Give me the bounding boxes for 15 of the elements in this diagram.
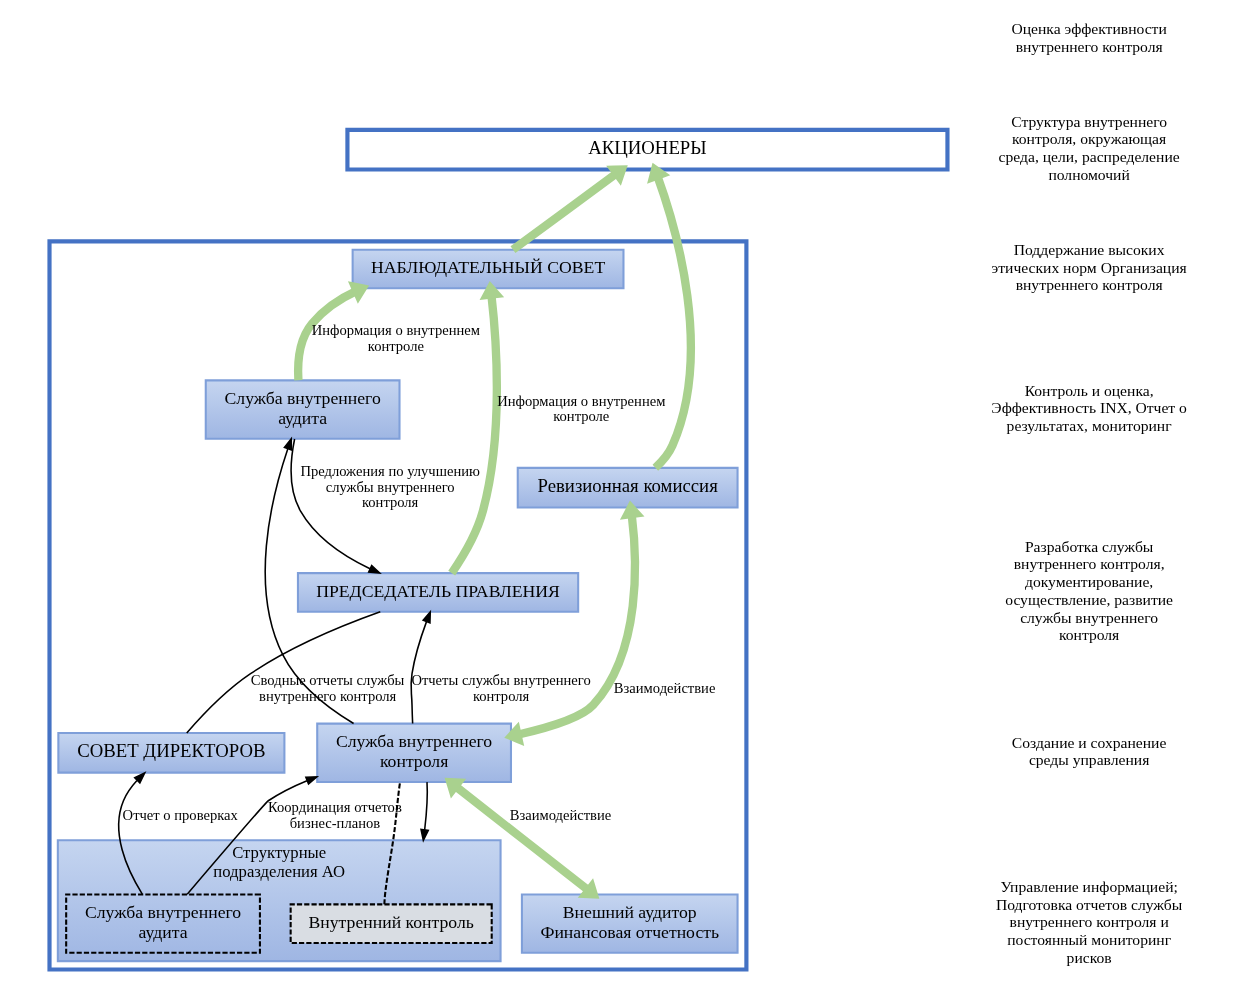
label: Управление информацией; Подготовка отчетов службы внутреннего контроля и постоянный мониторинг рисков [995,877,1183,966]
edge-label: Предложения по улучшению службы внутреннего контроля [300,462,480,511]
edge-label: Отчет о проверках [122,807,238,824]
edge-label: Взаимодействие [613,680,716,697]
label: Структура внутреннего контроля, окружающая среда, цели, распределение полномочий [998,112,1180,183]
edge-label: Информация о внутреннем контроле [497,392,666,425]
label: Поддержание высоких этических норм Организация внутреннего контроля [991,240,1187,294]
label: Оценка эффективности внутреннего контроля [1011,20,1167,55]
edge-label: Информация о внутреннем контроле [311,322,480,354]
edge-label: Отчеты службы внутреннего контроля [411,672,591,704]
edge-label: Взаимодействие [509,807,612,824]
edge-label: Координация отчетов бизнес-планов [268,799,402,832]
label: Контроль и оценка, Эффективность INX, Отчет о результатах, мониторинг [991,381,1187,434]
label: Разработка службы внутреннего контроля, документирование, осуществление, развитие службы внутреннего контроля [1005,537,1174,644]
label: Создание и сохранение среды управления [1011,733,1167,769]
